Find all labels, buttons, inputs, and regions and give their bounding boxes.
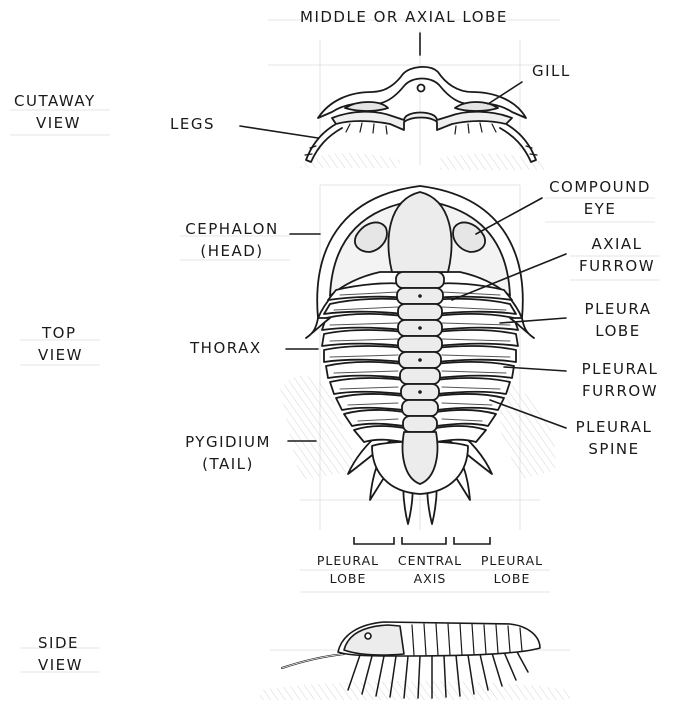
side-view-line-1: SIDE — [38, 632, 83, 654]
pygidium-line-2: (TAIL) — [176, 453, 280, 475]
cutaway-axial-dot — [418, 85, 425, 92]
pygidium-label: PYGIDIUM (TAIL) — [176, 431, 280, 475]
central-axis-label: CENTRAL AXIS — [390, 552, 470, 588]
cutaway-view-label: CUTAWAY VIEW — [14, 90, 96, 134]
top-view-line-1: TOP — [38, 322, 83, 344]
middle-axial-lobe-label: MIDDLE OR AXIAL LOBE — [300, 6, 508, 28]
axial-furrow-label: AXIAL FURROW — [568, 233, 666, 277]
pleural-furrow-label: PLEURAL FURROW — [570, 358, 670, 402]
pleural-furrow-line-1: PLEURAL — [570, 358, 670, 380]
region-brackets — [354, 537, 490, 544]
cutaway-body — [332, 112, 512, 130]
central-axis-line-1: CENTRAL — [390, 552, 470, 570]
right-pleural-lobe-label: PLEURAL LOBE — [472, 552, 552, 588]
axial-furrow-line-2: FURROW — [568, 255, 666, 277]
legs-label: LEGS — [170, 113, 215, 135]
side-eye — [365, 633, 371, 639]
left-pleural-lobe-label: PLEURAL LOBE — [308, 552, 388, 588]
pleural-spine-line-1: PLEURAL — [566, 416, 662, 438]
side-antenna — [282, 654, 344, 668]
pleural-spine-line-2: SPINE — [566, 438, 662, 460]
compound-eye-line-1: COMPOUND — [542, 176, 658, 198]
cutaway-view-line-1: CUTAWAY — [14, 90, 96, 112]
pygidium-line-1: PYGIDIUM — [176, 431, 280, 453]
pleura-lobe-label: PLEURA LOBE — [572, 298, 664, 342]
thorax-label: THORAX — [190, 337, 262, 359]
cutaway-shell — [318, 67, 526, 118]
right-pleural-lobe-line-2: LOBE — [472, 570, 552, 588]
right-pleural-lobe-line-1: PLEURAL — [472, 552, 552, 570]
pleura-lobe-line-1: PLEURA — [572, 298, 664, 320]
side-head — [344, 625, 404, 655]
cutaway-view-line-2: VIEW — [14, 112, 96, 134]
axial-furrow-line-1: AXIAL — [568, 233, 666, 255]
left-pleural-lobe-line-2: LOBE — [308, 570, 388, 588]
top-view-line-2: VIEW — [38, 344, 83, 366]
cephalon-line-2: (HEAD) — [176, 240, 288, 262]
side-view-line-2: VIEW — [38, 654, 83, 676]
cutaway-drawing — [305, 67, 537, 162]
left-pleural-lobe-line-1: PLEURAL — [308, 552, 388, 570]
compound-eye-line-2: EYE — [542, 198, 658, 220]
top-view-label: TOP VIEW — [38, 322, 83, 366]
cephalon-label: CEPHALON (HEAD) — [176, 218, 288, 262]
side-view-label: SIDE VIEW — [38, 632, 83, 676]
pleura-lobe-line-2: LOBE — [572, 320, 664, 342]
gill-label: GILL — [532, 60, 571, 82]
central-axis-line-2: AXIS — [390, 570, 470, 588]
cephalon-line-1: CEPHALON — [176, 218, 288, 240]
compound-eye-label: COMPOUND EYE — [542, 176, 658, 220]
pleural-spine-label: PLEURAL SPINE — [566, 416, 662, 460]
pleural-furrow-line-2: FURROW — [570, 380, 670, 402]
